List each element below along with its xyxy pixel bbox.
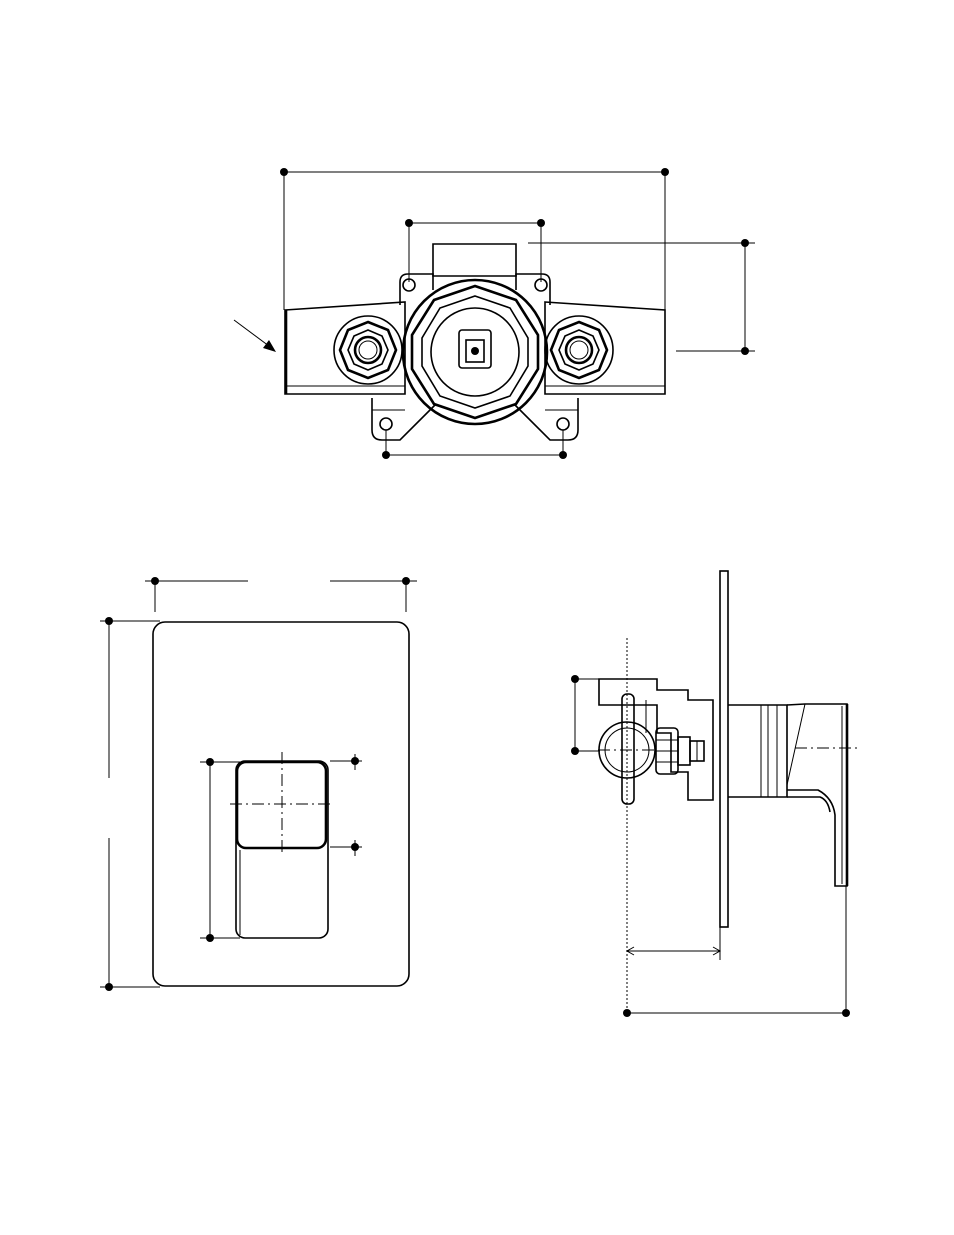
- lever-handle-side: [787, 704, 847, 886]
- escutcheon-sleeve: [728, 705, 787, 797]
- trim-plate-view: [100, 577, 417, 991]
- body-depth-dimension: [571, 675, 600, 755]
- left-inlet-nut: [334, 316, 402, 384]
- plate-width-dimension: [145, 577, 417, 612]
- cartridge-nut: [403, 280, 547, 424]
- valve-body-side: [599, 679, 713, 804]
- plate-height-dimension: [100, 617, 160, 991]
- leader-arrow: [234, 320, 276, 352]
- handle-offset-dimension: [330, 754, 362, 856]
- overall-width-dimension: [280, 168, 669, 310]
- cover-plate-side: [720, 571, 728, 927]
- wall-depth-dimension: [627, 927, 720, 960]
- top-holes-dimension: [405, 219, 545, 282]
- handle-height-dimension: [200, 758, 240, 942]
- rough-in-valve-view: [234, 168, 755, 459]
- bottom-holes-dimension: [382, 430, 567, 459]
- right-inlet-nut: [545, 316, 613, 384]
- side-profile-view: [571, 571, 858, 1017]
- body-height-dimension: [528, 239, 755, 355]
